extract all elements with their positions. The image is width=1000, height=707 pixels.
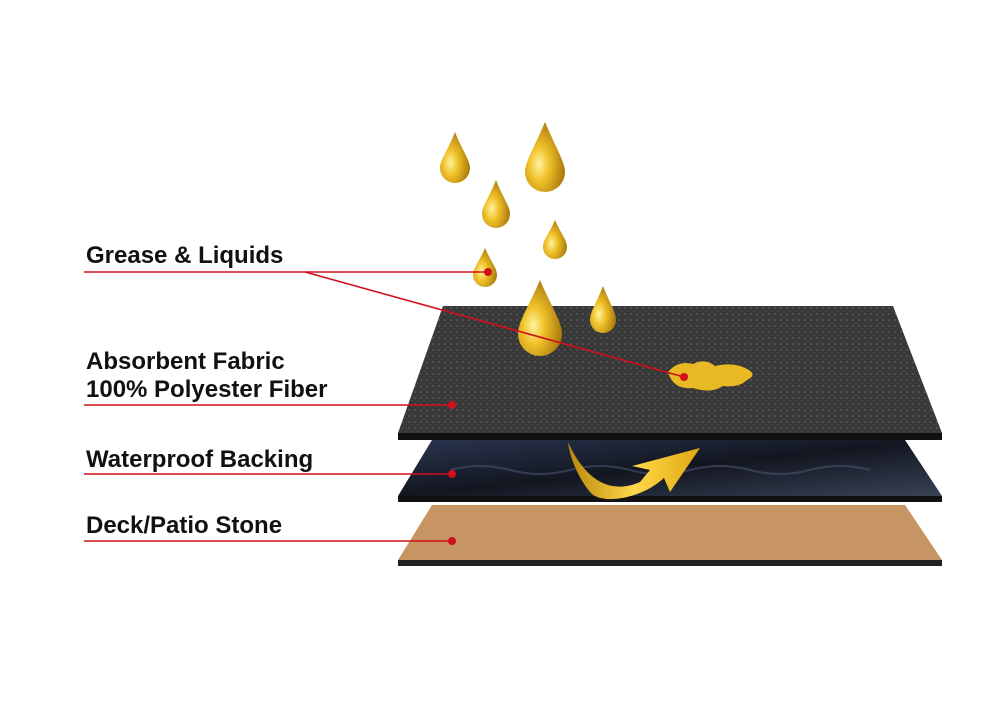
drop-icon — [473, 248, 497, 287]
leader-lines — [84, 271, 685, 542]
drop-icon — [440, 132, 470, 183]
leader-dots — [448, 268, 688, 545]
label-deck-patio-stone: Deck/Patio Stone — [86, 512, 283, 539]
drop-icon — [482, 180, 510, 228]
drop-icon — [518, 280, 562, 356]
deck-patio-stone-layer — [398, 505, 942, 566]
label-grease-liquids: Grease & Liquids — [86, 242, 284, 269]
label-absorbent-fabric: Absorbent Fabric — [86, 348, 285, 375]
grease-drops — [440, 122, 616, 356]
waterproof-backing-layer — [398, 440, 942, 502]
drop-icon — [543, 220, 567, 259]
wicking-arrow-icon — [568, 442, 700, 500]
label-waterproof-backing: Waterproof Backing — [86, 446, 314, 473]
drop-icon — [590, 286, 616, 333]
grease-spill-icon — [668, 361, 753, 391]
drop-icon — [525, 122, 565, 192]
label-polyester-fiber: 100% Polyester Fiber — [86, 376, 328, 403]
